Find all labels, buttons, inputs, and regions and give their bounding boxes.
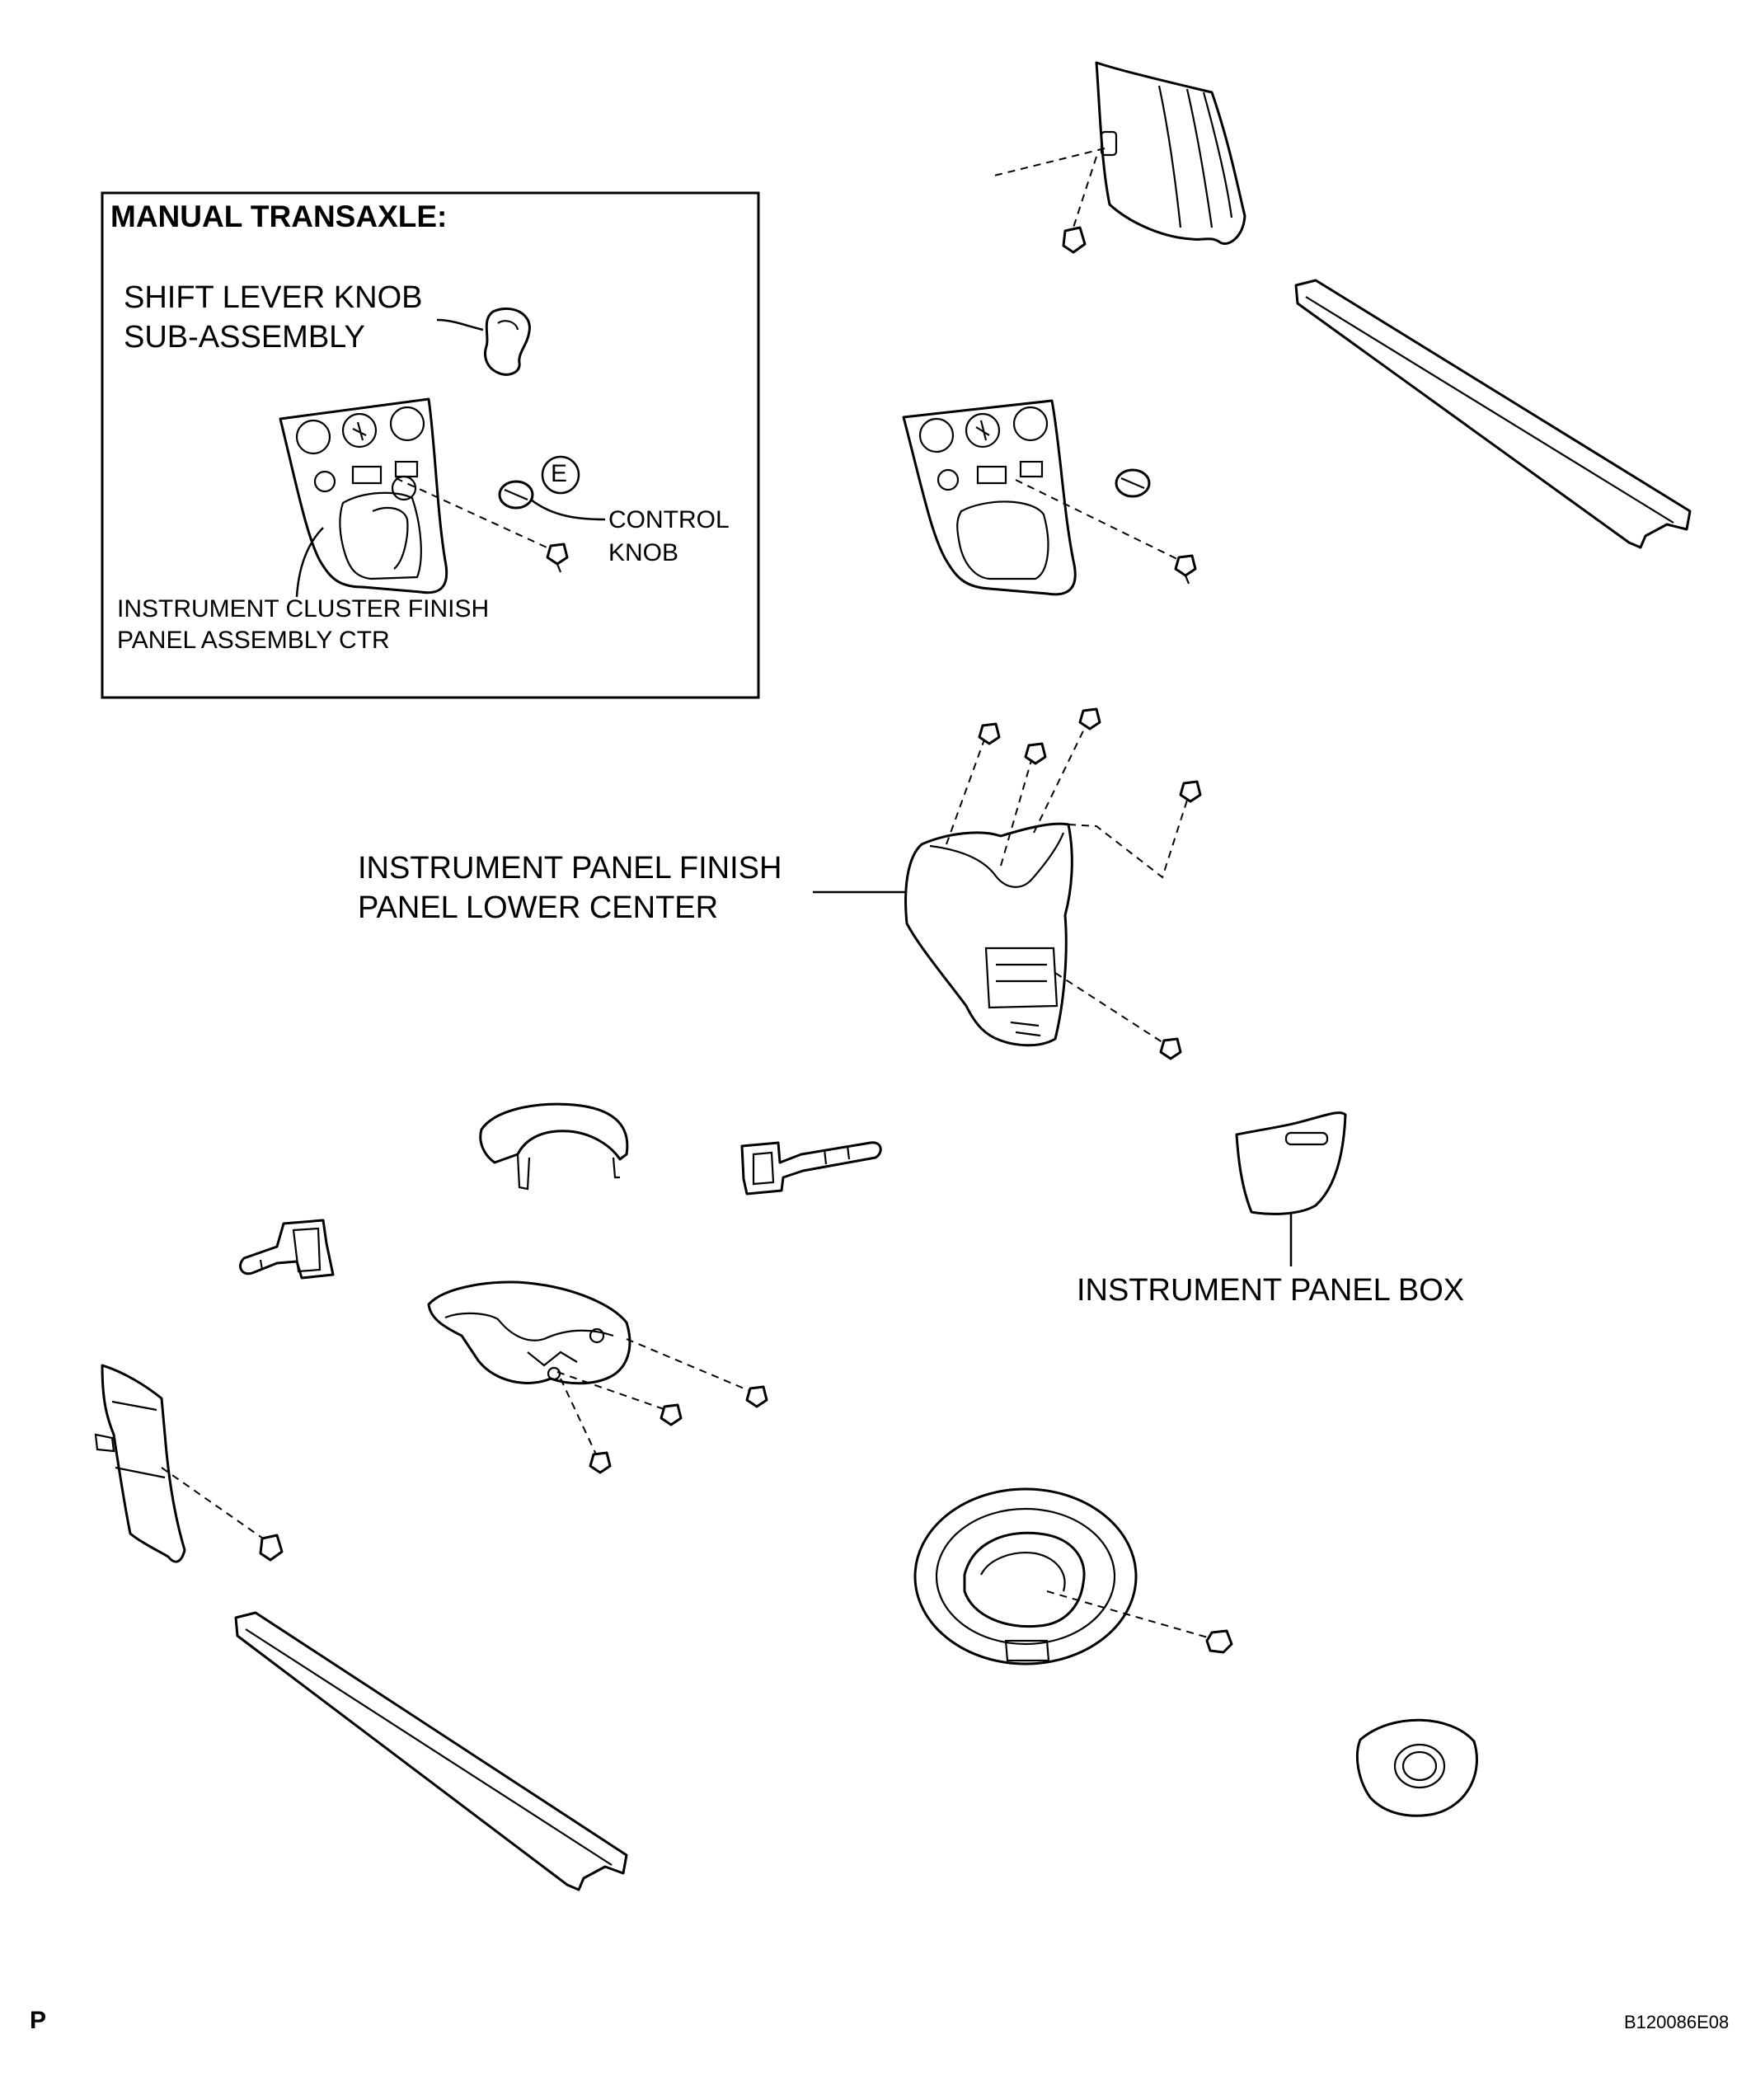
inset-cluster-screw [546,543,569,573]
control-knob-at-part [1115,468,1151,498]
cowl-side-trim-board-lh-part [94,1364,186,1563]
inset-cluster-panel-part [279,397,448,594]
steering-wheel-nut-dash [1046,1590,1214,1640]
inset-cluster-leader [295,527,324,598]
inset-control-knob-part [498,480,534,510]
combination-switch-wiper-part [239,1219,335,1280]
lower-cover-screws [589,1385,768,1474]
shift-knob-label-line1: SHIFT LEVER KNOB [124,280,423,315]
cowl-trim-lh-clip [259,1534,284,1562]
page-mark: P [30,2007,47,2034]
lower-cover-screw-dash-3 [560,1378,598,1457]
cowl-trim-rh-clip-dash [1073,156,1097,228]
reuse-mark-e [541,455,580,495]
lower-center-label-line2: PANEL LOWER CENTER [358,890,719,925]
lower-center-label-line1: INSTRUMENT PANEL FINISH [358,851,782,886]
lower-center-screw-dash-1 [946,730,988,845]
lower-cover-screw-dash-2 [556,1371,667,1411]
cluster-panel-at-screw [1174,554,1197,585]
cowl-side-trim-board-rh-part [1095,61,1246,245]
lower-center-screw-dash-2 [1000,751,1035,867]
panel-box-label: INSTRUMENT PANEL BOX [1077,1273,1465,1308]
shift-lever-knob-part [484,307,531,376]
shift-knob-label-line2: SUB-ASSEMBLY [124,320,365,355]
cowl-trim-lh-dash [161,1467,266,1541]
door-scuff-plate-rh-part [1294,279,1692,549]
cowl-trim-rh-clip [1062,226,1087,254]
control-knob-leader [530,499,606,521]
cluster-finish-panel-at-part [902,399,1077,596]
instrument-panel-box-part [1235,1111,1347,1215]
control-knob-label-line1: CONTROL [608,506,730,533]
control-knob-label-line2: KNOB [608,539,679,566]
combination-switch-light-part [740,1141,882,1196]
steering-wheel-part [913,1487,1138,1665]
figure-code: B120086E08 [1624,2012,1730,2032]
manual-transaxle-inset-frame [101,191,760,699]
lower-center-screws [978,707,1202,1060]
horn-button-airbag-part [1355,1718,1478,1817]
reuse-mark-letter: E [551,460,568,487]
cluster-panel-at-screw-dash [1015,479,1181,561]
inset-title: MANUAL TRANSAXLE: [110,200,448,233]
lower-center-screw-dash-4 [1068,789,1191,879]
shift-knob-leader [436,318,484,331]
cluster-label-line1: INSTRUMENT CLUSTER FINISH [117,595,490,622]
lower-cover-screw-dash-1 [626,1338,753,1393]
cluster-label-line2: PANEL ASSEMBLY CTR [117,627,390,654]
steering-wheel-nut [1205,1629,1233,1654]
cowl-trim-rh-dash [990,148,1106,177]
inset-cluster-screw-dash [395,477,555,552]
steering-column-cover-lower-part [427,1280,631,1385]
lower-center-screw-dash-3 [1033,716,1091,834]
instrument-panel-finish-panel-lower-center-part [904,822,1073,1047]
lower-center-screw-dash-5 [1054,972,1168,1046]
door-scuff-plate-lh-part [234,1611,628,1891]
steering-column-cover-upper-part [479,1102,629,1191]
